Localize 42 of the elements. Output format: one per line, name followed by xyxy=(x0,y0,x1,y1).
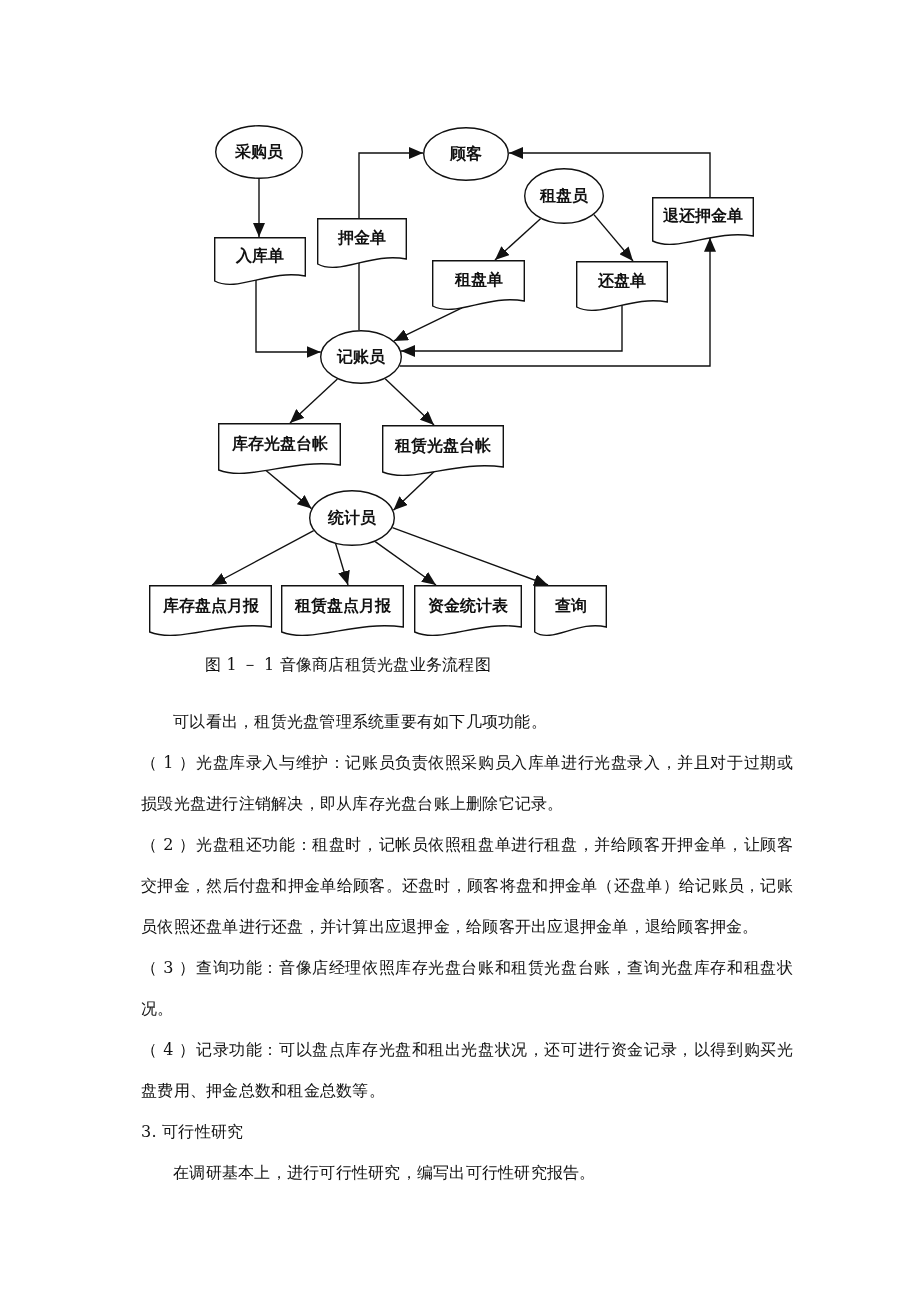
arrow xyxy=(374,540,437,586)
arrow xyxy=(391,526,549,586)
arrow xyxy=(335,543,350,586)
arrow xyxy=(392,471,435,511)
arrow xyxy=(593,213,634,262)
arrow xyxy=(358,147,424,219)
connector-line xyxy=(358,262,360,331)
document-box: 资金统计表 xyxy=(414,585,522,636)
role-ellipse: 租盘员 xyxy=(524,168,604,224)
role-ellipse: 采购员 xyxy=(215,125,303,179)
arrow xyxy=(384,378,435,426)
paragraph: （ 2 ）光盘租还功能：租盘时，记帐员依照租盘单进行租盘，并给顾客开押金单，让顾客交押金，然后付盘和押金单给顾客。还盘时，顾客将盘和押金单（还盘单）给记账员，记账员依照还盘单进行还盘，并计算出应退押金，给顾客开出应退押金单，退给顾客押金。 xyxy=(141,834,793,938)
document-box: 还盘单 xyxy=(576,261,668,311)
document-box: 入库单 xyxy=(214,237,306,285)
document-box: 库存盘点月报 xyxy=(149,585,272,636)
arrow xyxy=(400,304,623,357)
arrow xyxy=(265,469,313,510)
document-box: 押金单 xyxy=(317,218,407,268)
figure-caption: 图 1 － 1 音像商店租赁光盘业务流程图 xyxy=(205,655,491,675)
paragraph: （ 1 ）光盘库录入与维护：记账员负责依照采购员入库单进行光盘录入，并且对于过期或损毁光盘进行注销解决，即从库存光盘台账上删除它记录。 xyxy=(141,752,793,815)
arrow xyxy=(253,178,265,238)
arrow xyxy=(508,147,711,198)
arrow xyxy=(399,237,716,367)
paragraph: 可以看出，租赁光盘管理系统重要有如下几项功能。 xyxy=(173,711,547,733)
paragraph: （ 3 ）查询功能：音像店经理依照库存光盘台账和租赁光盘台账，查询光盘库存和租盘状况。 xyxy=(141,957,793,1020)
arrow xyxy=(289,378,339,424)
document-box: 库存光盘台帐 xyxy=(218,423,341,474)
arrow xyxy=(255,279,322,358)
arrow xyxy=(393,307,463,342)
document-box: 退还押金单 xyxy=(652,197,754,245)
paragraph: 在调研基本上，进行可行性研究，编写出可行性研究报告。 xyxy=(173,1162,596,1184)
role-ellipse: 记账员 xyxy=(320,330,402,384)
document-box: 租赁盘点月报 xyxy=(281,585,404,636)
paragraph: （ 4 ）记录功能：可以盘点库存光盘和租出光盘状况，还可进行资金记录，以得到购买光盘费用、押金总数和租金总数等。 xyxy=(141,1039,793,1102)
document-box: 租盘单 xyxy=(432,260,525,310)
arrow xyxy=(494,218,542,261)
role-ellipse: 统计员 xyxy=(309,490,395,546)
section-heading: 3. 可行性研究 xyxy=(141,1121,244,1143)
document-box: 租赁光盘台帐 xyxy=(382,425,504,476)
role-ellipse: 顾客 xyxy=(423,127,509,181)
arrow xyxy=(211,530,315,586)
document-box: 查询 xyxy=(534,585,607,636)
